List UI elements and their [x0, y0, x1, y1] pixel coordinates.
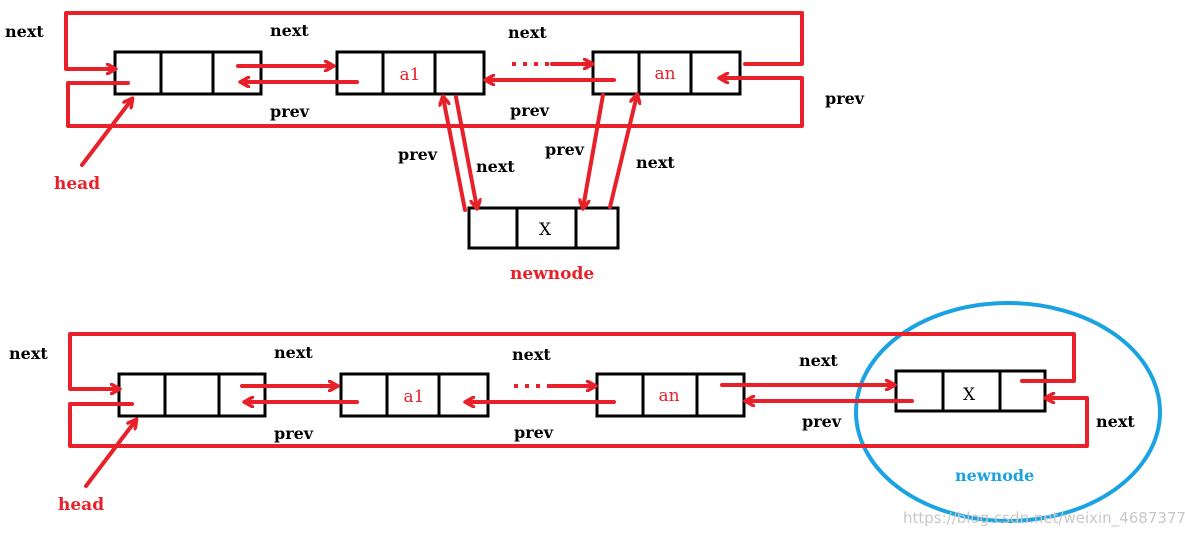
bottom-node-an: an	[595, 372, 746, 418]
bottom-label-prev-an-a1: prev	[514, 423, 554, 442]
top-label-prev-an-a1: prev	[510, 101, 550, 120]
top-outer-next-pointer	[64, 11, 804, 69]
top-newnode-label: newnode	[510, 264, 594, 284]
bottom-newnode-value: X	[963, 385, 976, 405]
top-label-prev-outer-right: prev	[825, 89, 865, 108]
bottom-label-next-head-a1: next	[274, 343, 313, 362]
top-node-an: an	[591, 50, 742, 96]
top-label-prev-an-new: prev	[545, 140, 585, 159]
top-head-node	[113, 50, 263, 96]
top-diagram: a1 an X nex	[5, 11, 865, 284]
bottom-node-a1: a1	[339, 372, 490, 418]
bottom-label-next-outer-right: next	[1096, 412, 1135, 431]
top-label-next-outer-left: next	[5, 22, 44, 41]
top-prev-an-to-new	[583, 93, 605, 208]
bottom-outer-prev-pointer	[68, 398, 1089, 448]
bottom-outer-next-pointer	[68, 332, 1076, 389]
bottom-head-label: head	[58, 495, 104, 515]
newnode-highlight-ring	[854, 301, 1162, 523]
top-newnode-value: X	[539, 220, 552, 240]
bottom-label-prev-new-an: prev	[802, 412, 842, 431]
top-head-label: head	[54, 174, 100, 194]
bottom-newnode: X	[894, 369, 1047, 413]
watermark-text: https://blog.csdn.net/weixin_46873777	[903, 509, 1185, 528]
top-node-a1: a1	[335, 50, 486, 96]
top-label-next-a1-new: next	[476, 157, 515, 176]
bottom-label-next-outer-left: next	[9, 344, 48, 363]
top-label-next-a1-an: next	[508, 23, 547, 42]
bottom-node-an-value: an	[658, 386, 679, 406]
top-next-new-to-an	[608, 95, 637, 209]
bottom-newnode-label: newnode	[955, 466, 1034, 485]
bottom-diagram: a1 an X next	[9, 301, 1162, 523]
top-label-prev-new-a1: prev	[398, 145, 438, 164]
top-newnode: X	[467, 206, 620, 250]
top-outer-prev-pointer	[66, 78, 804, 128]
top-prev-new-to-a1	[443, 97, 467, 212]
top-node-a1-value: a1	[400, 65, 421, 85]
top-node-an-value: an	[654, 64, 675, 84]
bottom-label-next-an-new: next	[799, 351, 838, 370]
bottom-head-pointer	[84, 420, 136, 488]
bottom-node-a1-value: a1	[404, 387, 425, 407]
bottom-head-node	[117, 372, 267, 418]
top-next-a1-to-new	[454, 95, 477, 208]
bottom-label-next-a1-an: next	[512, 345, 551, 364]
bottom-label-prev-a1-head: prev	[274, 424, 314, 443]
top-head-pointer	[80, 99, 132, 167]
top-label-next-head-a1: next	[270, 21, 309, 40]
top-label-prev-a1-head: prev	[270, 102, 310, 121]
top-label-next-new-an: next	[636, 153, 675, 172]
